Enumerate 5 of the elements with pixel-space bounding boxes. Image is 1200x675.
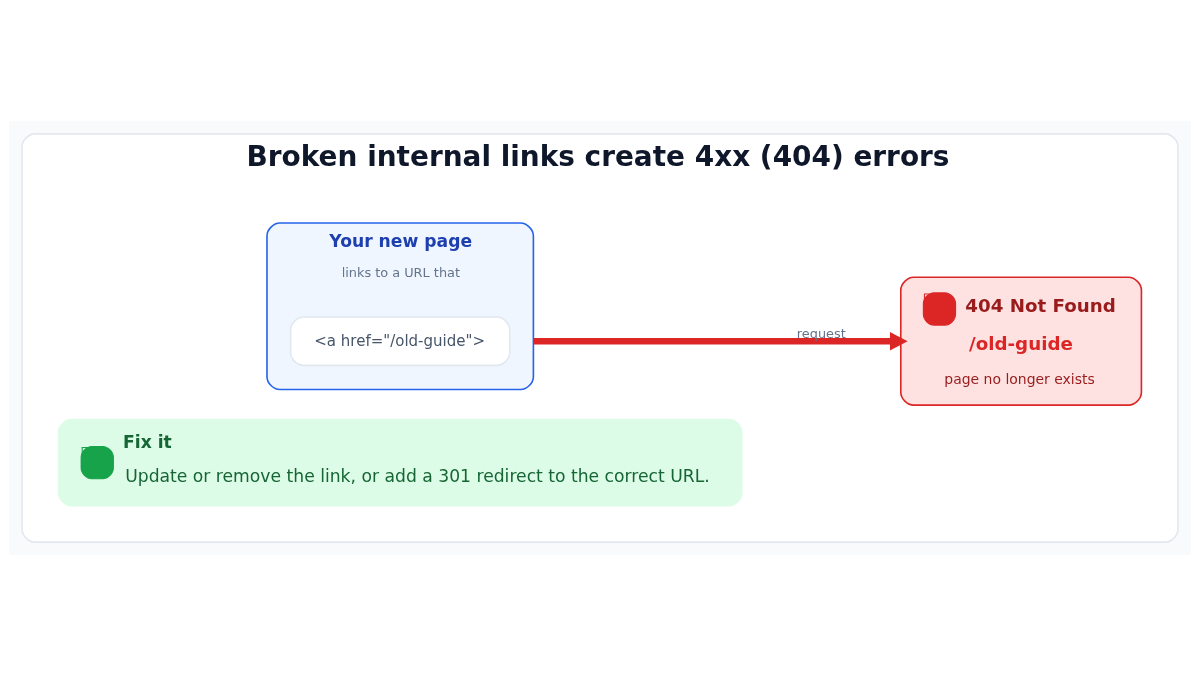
edge-label: request [796, 325, 846, 341]
node-box: Fix it Update or remove the link, or add a 301 redirect to the correct URL. [57, 418, 743, 506]
arrow [533, 331, 908, 350]
node-box: 404 Not Found /old-guide page no longer exists [900, 276, 1143, 406]
node-box: <a href="/old-guide"> [289, 315, 511, 366]
